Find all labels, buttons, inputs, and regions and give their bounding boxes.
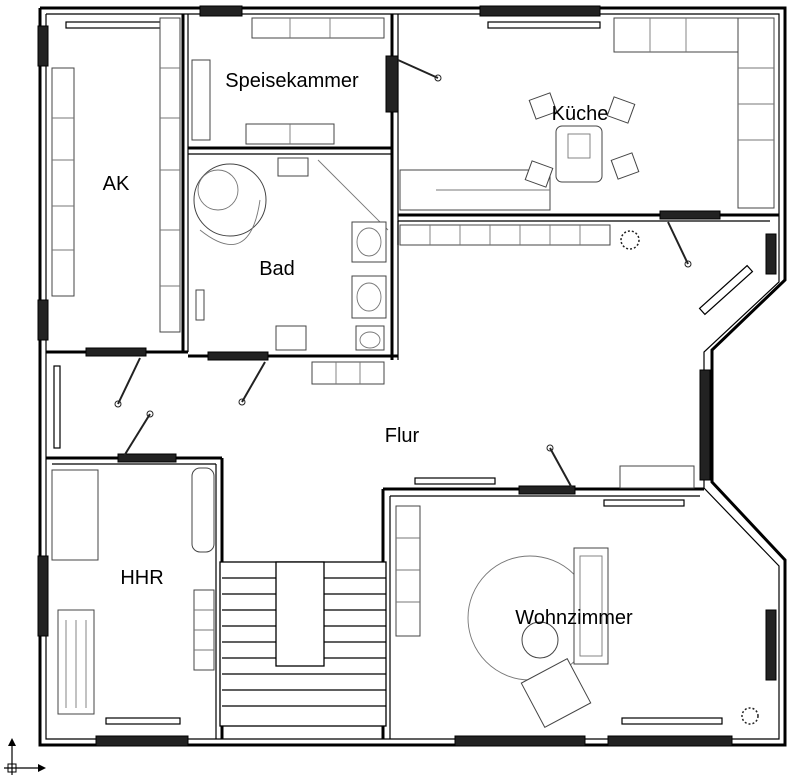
room-label-kueche: Küche [552, 103, 609, 125]
room-label-flur: Flur [385, 425, 420, 447]
wohnzimmer-furniture [395, 505, 759, 728]
flur-furniture [311, 224, 695, 489]
room-label-hhr: HHR [120, 567, 163, 589]
north-arrow-icon [4, 738, 46, 775]
doors [85, 55, 721, 495]
speisekammer-furniture [191, 17, 385, 145]
room-label-wohnzimmer: Wohnzimmer [515, 607, 633, 629]
room-labels: AK Speisekammer Küche Bad Flur HHR Wohnz… [103, 70, 633, 629]
plant-icon [741, 707, 759, 725]
chair-icon [524, 92, 640, 188]
stair-steps [222, 577, 386, 707]
room-label-speisekammer: Speisekammer [225, 70, 359, 92]
hhr-furniture [51, 467, 215, 715]
staircase [219, 561, 387, 727]
bad-furniture [193, 157, 389, 351]
windows [37, 5, 777, 747]
kueche-furniture [399, 17, 775, 211]
room-label-bad: Bad [259, 258, 295, 280]
door-swing-icon [114, 74, 692, 452]
ak-furniture [51, 17, 181, 333]
plant-icon [620, 230, 640, 250]
room-label-ak: AK [103, 173, 130, 195]
